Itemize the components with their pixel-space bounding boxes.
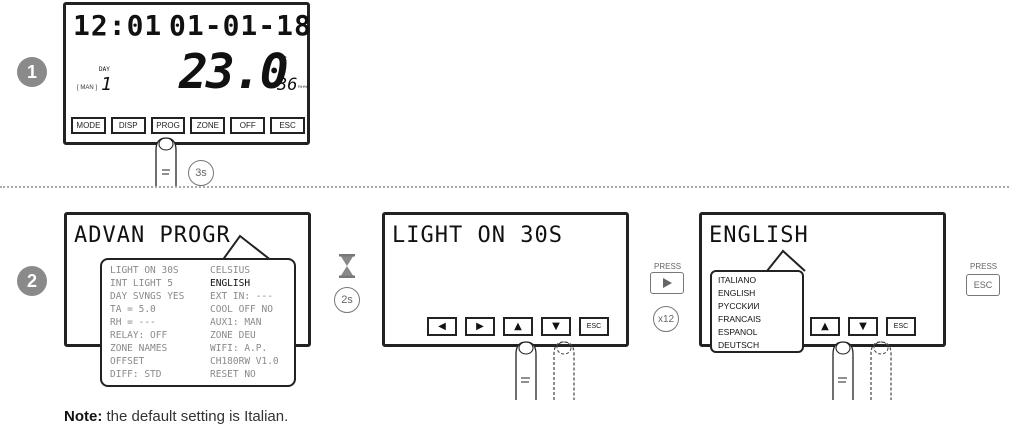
note-body: the default setting is Italian. xyxy=(102,408,289,425)
advanced-program-title: ADVAN PROGR xyxy=(74,223,231,248)
finger-press-icon xyxy=(832,341,892,400)
note-text: Note: the default setting is Italian. xyxy=(64,408,288,425)
humidity-unit: RH% xyxy=(298,84,308,89)
language-title: ENGLISH xyxy=(709,223,809,248)
section-divider xyxy=(0,186,1009,188)
language-list-popup: ITALIANO ENGLISH PYCCKИИ FRANCAIS ESPANO… xyxy=(710,270,804,353)
language-option[interactable]: DEUTSCH xyxy=(718,340,760,350)
finger-press-icon xyxy=(155,137,177,186)
menu-item[interactable]: EXT IN: --- xyxy=(210,291,273,302)
language-option[interactable]: ITALIANO xyxy=(718,275,757,285)
temperature-value: 23.0 xyxy=(179,44,289,100)
nav-button-row: ◀ ▶ ▲ ▼ ESC xyxy=(427,317,609,336)
wait-2s-label: 2s xyxy=(334,287,360,313)
up-arrow-button[interactable]: ▲ xyxy=(810,317,840,336)
thermostat-display: 12:01 01-01-18 DAY 1 [ MAN ] 23.0 °C 36 … xyxy=(63,2,312,145)
zone-button[interactable]: ZONE xyxy=(190,117,226,134)
right-arrow-press-indicator xyxy=(650,272,684,294)
esc-button[interactable]: ESC xyxy=(886,317,916,336)
menu-item[interactable]: WIFI: A.P. xyxy=(210,343,268,354)
temperature-unit: °C xyxy=(278,55,287,64)
menu-item[interactable]: INT LIGHT 5 xyxy=(110,278,173,289)
nav-button-row: ▲ ▼ ESC xyxy=(810,317,916,336)
menu-item[interactable]: DIFF: STD xyxy=(110,369,162,380)
menu-item[interactable]: RESET NO xyxy=(210,369,256,380)
menu-item[interactable]: DAY SVNGS YES xyxy=(110,291,185,302)
step-1-badge: 1 xyxy=(17,57,47,87)
finger-press-icon xyxy=(515,341,575,400)
press-label: PRESS xyxy=(654,262,682,271)
menu-item[interactable]: COOL OFF NO xyxy=(210,304,273,315)
menu-item[interactable]: LIGHT ON 30S xyxy=(110,265,179,276)
menu-item[interactable]: CH180RW V1.0 xyxy=(210,356,279,367)
right-arrow-button[interactable]: ▶ xyxy=(465,317,495,336)
esc-button[interactable]: ESC xyxy=(579,317,609,336)
menu-item[interactable]: TA = 5.0 xyxy=(110,304,156,315)
step-2-badge: 2 xyxy=(17,266,47,296)
button-row: MODE DISP PROG ZONE OFF ESC xyxy=(71,117,305,135)
up-arrow-button[interactable]: ▲ xyxy=(503,317,533,336)
down-arrow-button[interactable]: ▼ xyxy=(541,317,571,336)
mode-tag: [ MAN ] xyxy=(77,85,98,91)
left-arrow-button[interactable]: ◀ xyxy=(427,317,457,336)
hourglass-icon xyxy=(339,254,355,278)
menu-item[interactable]: AUX1: MAN xyxy=(210,317,262,328)
esc-press-indicator: ESC xyxy=(966,274,1000,296)
mode-button[interactable]: MODE xyxy=(71,117,106,134)
menu-item[interactable]: ZONE NAMES xyxy=(110,343,168,354)
clock-time: 12:01 xyxy=(73,9,163,42)
settings-menu-popup: LIGHT ON 30S INT LIGHT 5 DAY SVNGS YES T… xyxy=(100,258,296,387)
light-on-screen: LIGHT ON 30S ◀ ▶ ▲ ▼ ESC xyxy=(382,212,629,347)
menu-item[interactable]: RH = --- xyxy=(110,317,156,328)
disp-button[interactable]: DISP xyxy=(110,117,146,134)
menu-item[interactable]: RELAY: OFF xyxy=(110,330,168,341)
prog-button[interactable]: PROG xyxy=(150,117,186,134)
language-callout-pointer xyxy=(766,249,806,272)
note-label: Note: xyxy=(64,408,103,425)
language-option[interactable]: PYCCKИИ xyxy=(718,301,760,311)
down-arrow-button[interactable]: ▼ xyxy=(848,317,878,336)
language-option[interactable]: ENGLISH xyxy=(718,288,756,298)
language-option[interactable]: FRANCAIS xyxy=(718,314,761,324)
press-x12-label: x12 xyxy=(653,306,679,332)
menu-item[interactable]: OFFSET xyxy=(110,356,145,367)
menu-item[interactable]: CELSIUS xyxy=(210,265,251,276)
clock-date: 01-01-18 xyxy=(169,9,312,42)
off-button[interactable]: OFF xyxy=(230,117,266,134)
hold-3s-label: 3s xyxy=(188,160,214,186)
language-option[interactable]: ESPANOL xyxy=(718,327,758,337)
menu-item-active[interactable]: ENGLISH xyxy=(210,278,251,289)
light-on-title: LIGHT ON 30S xyxy=(392,223,563,248)
press-label: PRESS xyxy=(970,262,998,271)
menu-item[interactable]: ZONE DEU xyxy=(210,330,256,341)
day-label: DAY xyxy=(99,66,110,73)
menu-callout-pointer xyxy=(221,234,273,262)
play-right-icon xyxy=(663,278,672,288)
humidity-value: 36 xyxy=(277,75,298,95)
day-value: 1 xyxy=(101,74,112,95)
esc-button[interactable]: ESC xyxy=(270,117,305,134)
